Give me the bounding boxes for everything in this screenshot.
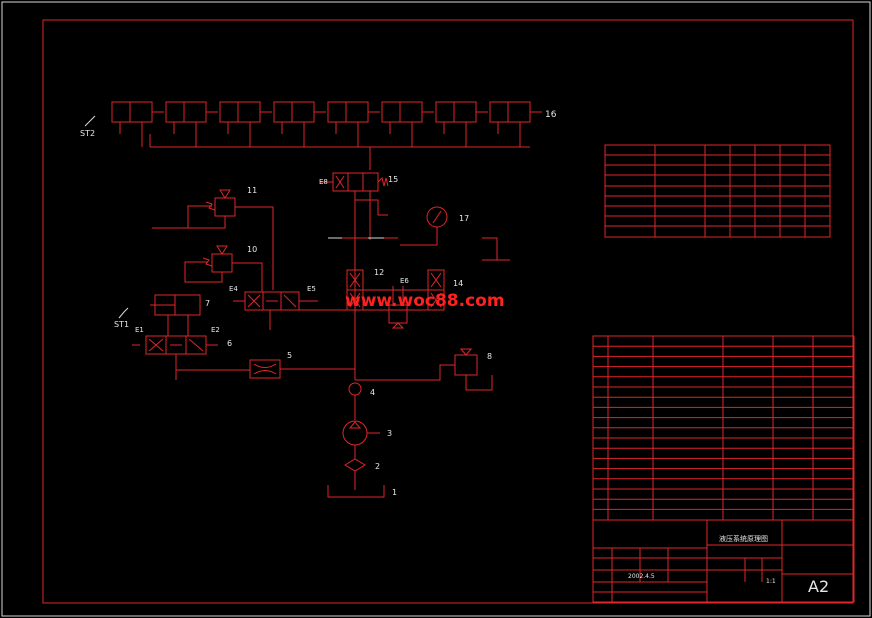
label-5: 5 [287, 351, 292, 360]
cylinder-16 [381, 101, 434, 147]
label-6: 6 [227, 339, 232, 348]
filter-2-icon [344, 458, 366, 472]
tank-1-icon [327, 485, 385, 498]
label-14: 14 [453, 279, 463, 288]
watermark: www.woc88.com [345, 291, 505, 311]
cylinder-row-16 [111, 101, 542, 147]
label-7: 7 [205, 299, 210, 308]
label-11: 11 [247, 186, 257, 195]
cylinder-16 [435, 101, 488, 147]
valve-9 [233, 291, 318, 330]
relief-valve-10 [202, 245, 233, 273]
label-10: 10 [247, 245, 257, 254]
cylinder-16 [111, 101, 164, 147]
label-4: 4 [370, 388, 375, 397]
signal-st1: ST1 [114, 320, 129, 329]
drawing-title: 液压系统原理图 [719, 534, 768, 543]
valve-15 [320, 172, 389, 192]
signal-e6: E6 [400, 277, 409, 285]
cylinder-7 [150, 294, 201, 316]
limit-switch-st2-icon [84, 115, 96, 127]
parts-list-table [592, 335, 855, 521]
cylinder-16 [219, 101, 272, 147]
label-12: 12 [374, 268, 384, 277]
drawing-border [42, 19, 854, 604]
cylinder-16 [273, 101, 326, 147]
label-15: 15 [388, 175, 398, 184]
cylinder-16 [327, 101, 380, 147]
valve-13 [388, 286, 408, 329]
signal-st2: ST2 [80, 129, 95, 138]
drawing-scale: 1:1 [766, 578, 776, 585]
label-1: 1 [392, 488, 397, 497]
signal-e4: E4 [229, 285, 238, 293]
pump-3-icon [342, 420, 368, 446]
title-block [592, 519, 855, 603]
label-8: 8 [487, 352, 492, 361]
signal-e5: E5 [307, 285, 316, 293]
relief-valve-11 [205, 189, 236, 217]
signal-e8: E8 [319, 178, 328, 186]
cylinder-16 [165, 101, 218, 147]
check-valve-4 [348, 382, 362, 396]
drawing-date: 2002.4.5 [628, 573, 655, 580]
throttle-valve-5 [249, 359, 281, 379]
solenoid-action-table [604, 144, 831, 238]
relief-valve-8 [454, 348, 478, 376]
limit-switch-st1-icon [118, 307, 129, 319]
label-3: 3 [387, 429, 392, 438]
label-2: 2 [375, 462, 380, 471]
label-16: 16 [545, 110, 557, 120]
valve-6 [132, 335, 218, 355]
label-17: 17 [459, 214, 469, 223]
sheet-size: A2 [808, 577, 829, 596]
signal-e2: E2 [211, 326, 220, 334]
cylinder-16 [489, 101, 542, 147]
signal-e1: E1 [135, 326, 144, 334]
